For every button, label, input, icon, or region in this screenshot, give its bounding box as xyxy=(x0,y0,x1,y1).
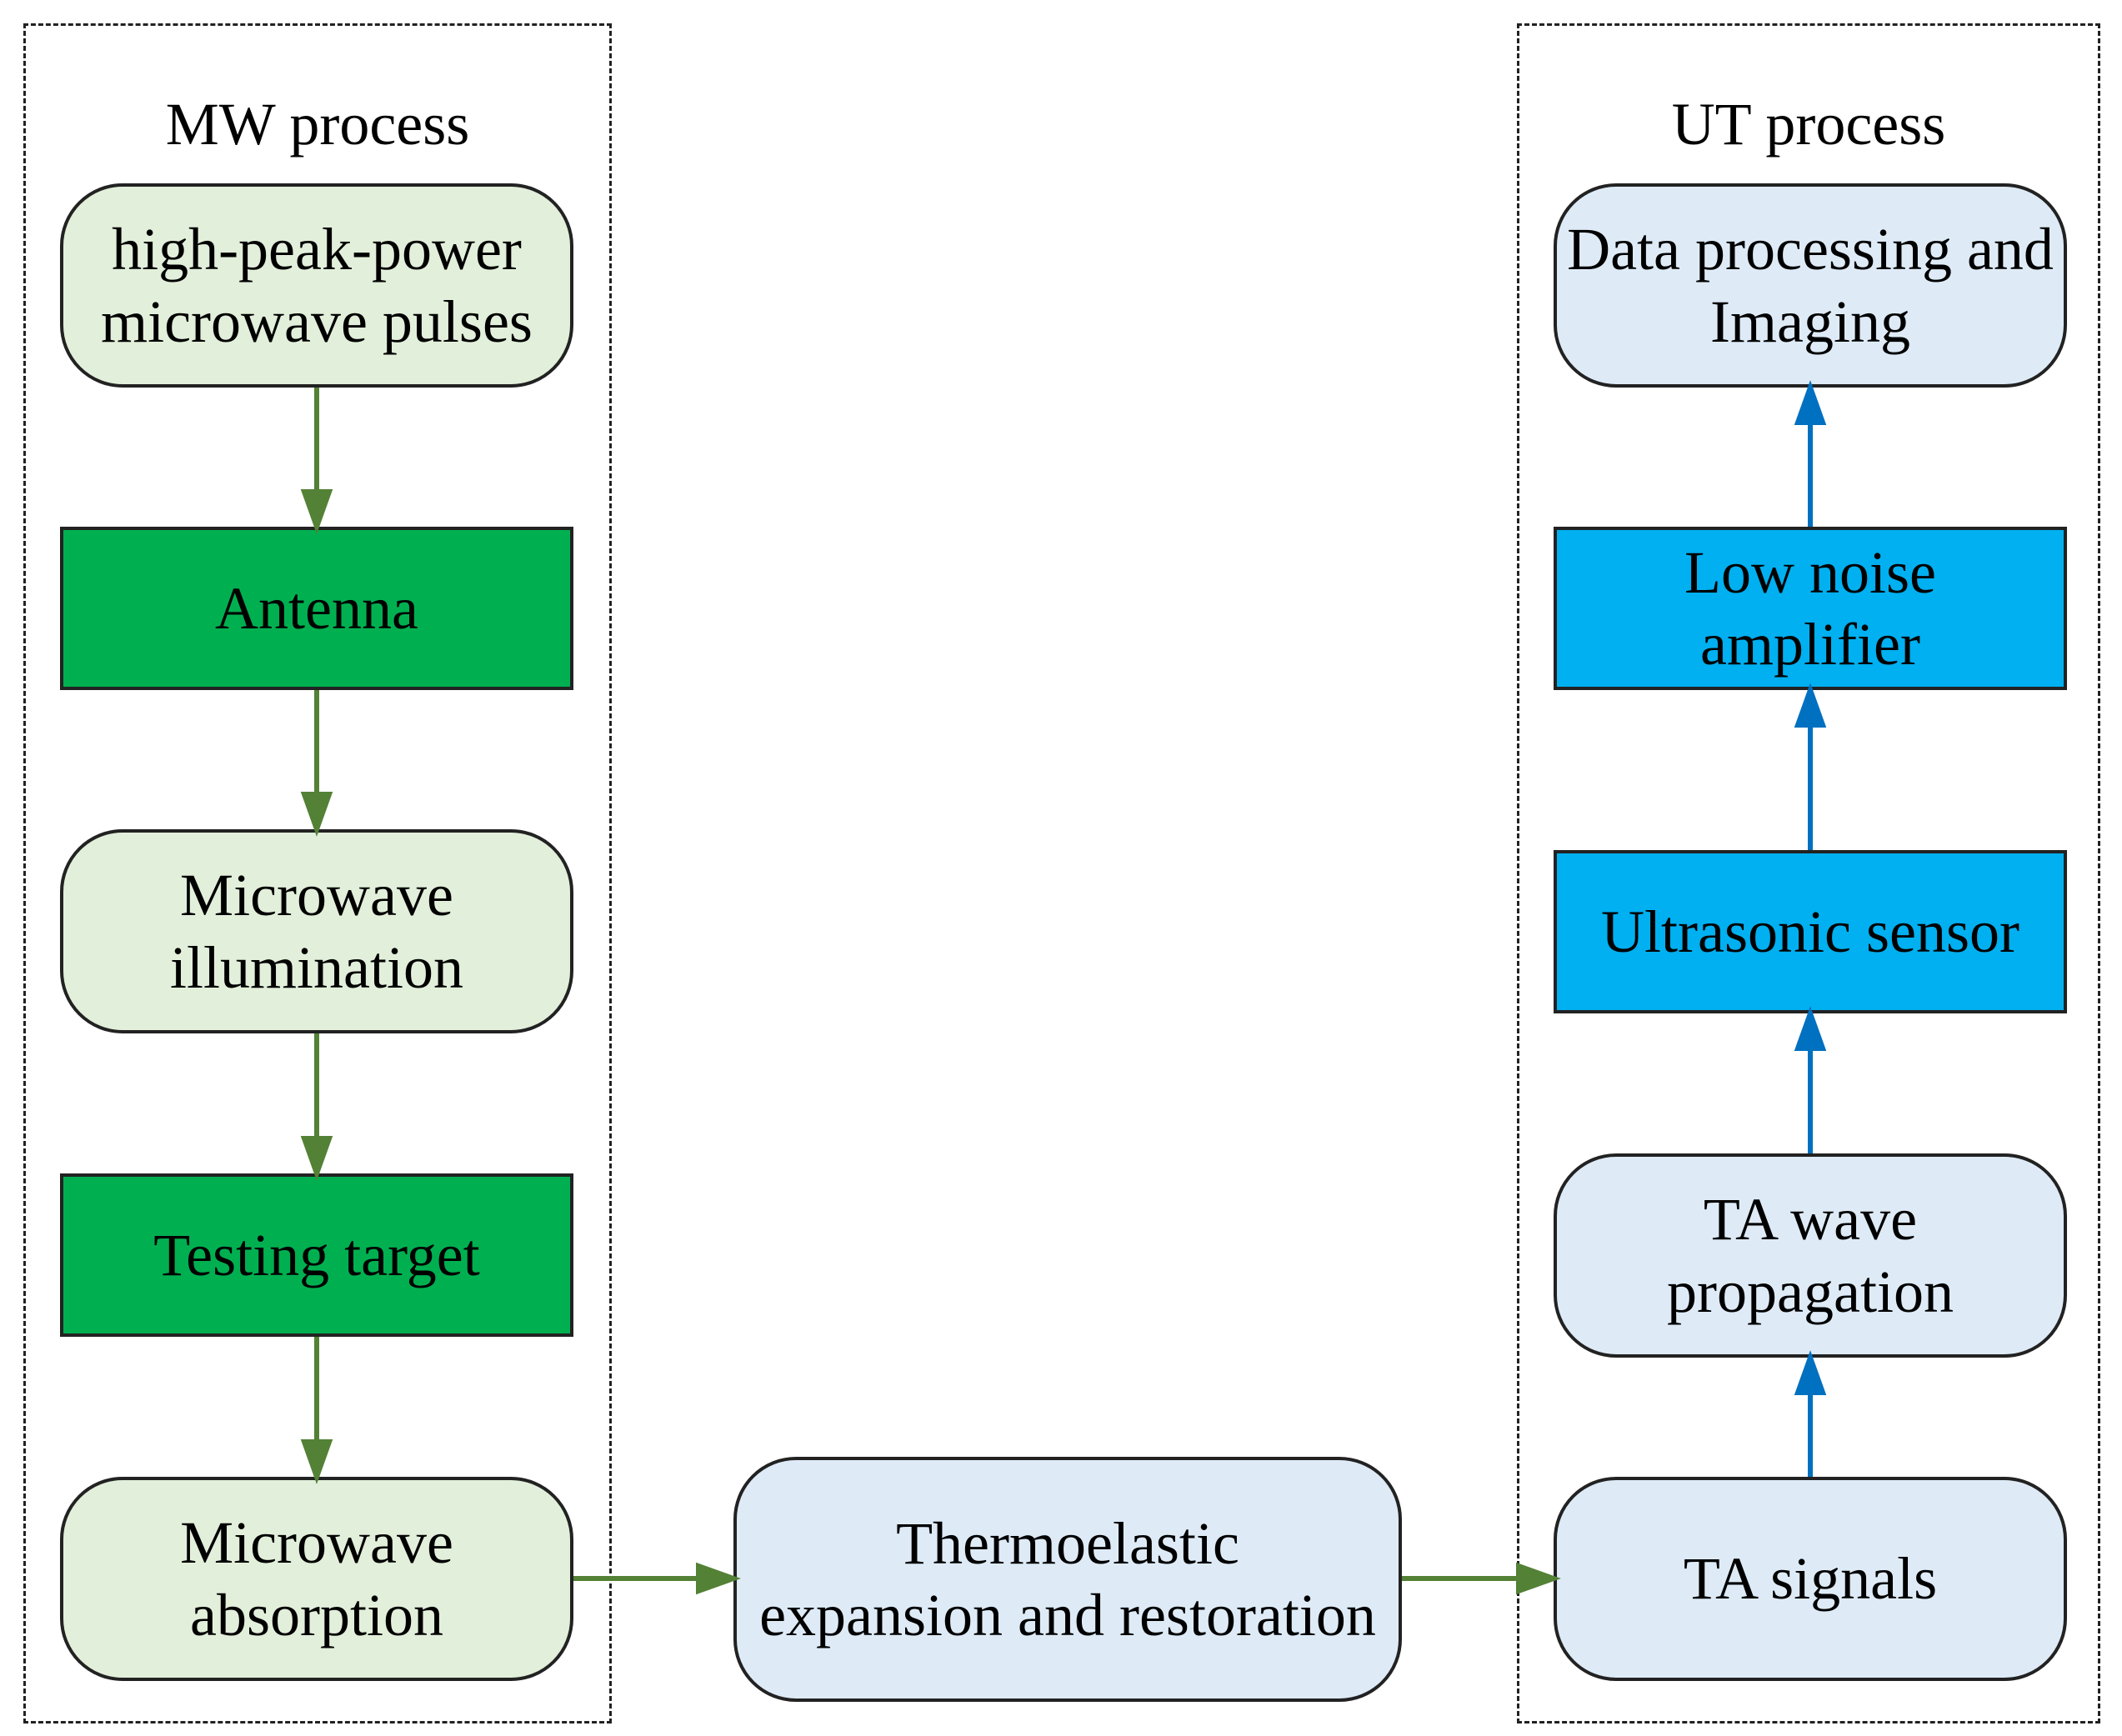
data-processing-imaging-box: Data processing and Imaging xyxy=(1554,183,2067,388)
mw-process-group: MW process xyxy=(23,23,612,1723)
thermoelastic-expansion-box: Thermoelastic expansion and restoration xyxy=(733,1457,1402,1702)
testing-target-box: Testing target xyxy=(60,1173,573,1337)
mw-process-title: MW process xyxy=(165,91,470,158)
microwave-illumination-box: Microwave illumination xyxy=(60,829,573,1033)
ut-process-group: UT process xyxy=(1517,23,2100,1723)
low-noise-amplifier-box: Low noise amplifier xyxy=(1554,527,2067,690)
ta-signals-box: TA signals xyxy=(1554,1477,2067,1681)
ut-process-title: UT process xyxy=(1671,91,1946,158)
microwave-absorption-box: Microwave absorption xyxy=(60,1477,573,1681)
ta-wave-propagation-box: TA wave propagation xyxy=(1554,1153,2067,1358)
antenna-box: Antenna xyxy=(60,527,573,690)
ultrasonic-sensor-box: Ultrasonic sensor xyxy=(1554,850,2067,1013)
high-peak-power-pulses-box: high-peak-power microwave pulses xyxy=(60,183,573,388)
